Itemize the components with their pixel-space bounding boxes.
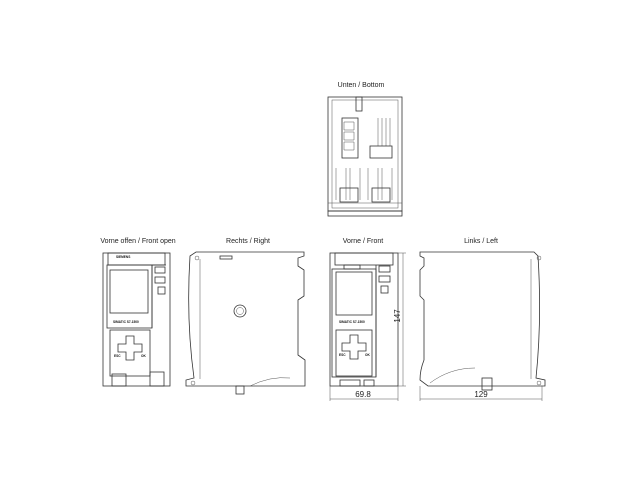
front-open-model-label: SIMATIC S7-1500 [113, 320, 139, 324]
front-esc-key: ESC [339, 353, 346, 357]
front-open-esc-key: ESC [114, 354, 121, 358]
front-open-view-label: Vorne offen / Front open [100, 238, 175, 245]
front-open-view: Vorne offen / Front open SIEMENS SIMATIC… [100, 238, 176, 387]
front-ok-key: OK [365, 353, 370, 357]
right-view: Rechts / Right [185, 238, 306, 395]
dimension-depth-value: 129 [474, 390, 488, 399]
front-model-label: SIMATIC S7-1500 [339, 320, 365, 324]
front-view: Vorne / Front SIMATIC S7-1500 ESC OK [329, 238, 399, 387]
right-view-label: Rechts / Right [226, 238, 270, 245]
front-view-label: Vorne / Front [343, 238, 384, 245]
dimension-depth: 129 [419, 386, 543, 401]
dimension-width-value: 69.8 [355, 390, 371, 399]
dimension-width: 69.8 [329, 386, 399, 401]
dimension-height-value: 147 [393, 309, 402, 323]
left-view: Links / Left [419, 238, 546, 391]
bottom-view: Unten / Bottom [327, 82, 403, 217]
bottom-view-label: Unten / Bottom [338, 82, 385, 89]
dimension-height: 147 [393, 252, 406, 387]
left-view-label: Links / Left [464, 238, 498, 245]
front-open-ok-key: OK [141, 354, 146, 358]
front-open-brand: SIEMENS [116, 255, 130, 259]
